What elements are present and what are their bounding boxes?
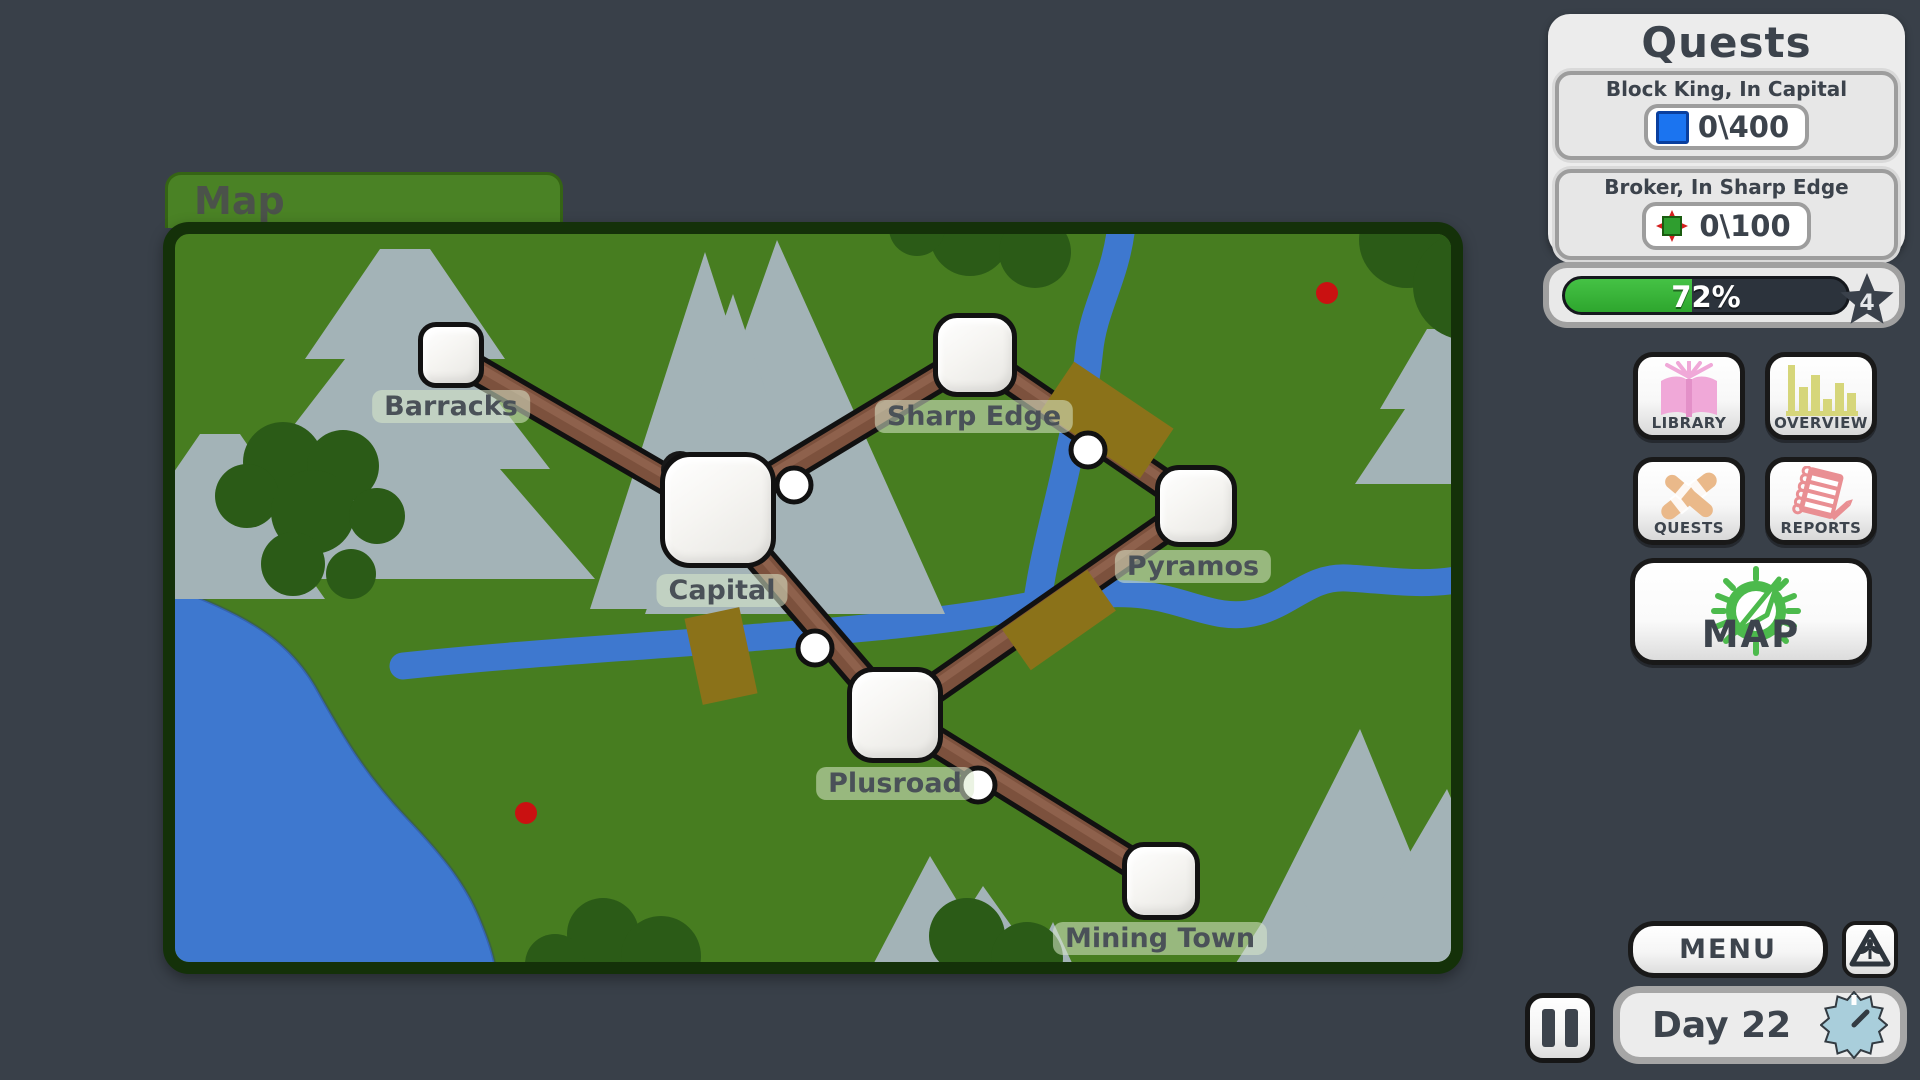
town-node-sharp-edge[interactable] bbox=[933, 313, 1017, 397]
town-label-barracks: Barracks bbox=[372, 390, 530, 423]
town-label-mining-town: Mining Town bbox=[1052, 922, 1268, 955]
library-label: LIBRARY bbox=[1651, 414, 1727, 432]
quest-entry-block-king[interactable]: Block King, In Capital 0\400 bbox=[1555, 71, 1898, 160]
bushes bbox=[215, 234, 1451, 962]
pause-icon bbox=[1542, 1009, 1555, 1047]
quests-title: Quests bbox=[1641, 18, 1812, 67]
bridges bbox=[684, 361, 1174, 705]
day-counter: Day 22 bbox=[1652, 1005, 1792, 1046]
town-node-barracks[interactable] bbox=[418, 322, 484, 388]
quests-label: QUESTS bbox=[1653, 519, 1725, 537]
overview-button[interactable]: OVERVIEW bbox=[1765, 352, 1877, 440]
quest-name: Block King, In Capital bbox=[1605, 77, 1848, 101]
town-node-capital[interactable] bbox=[660, 452, 776, 568]
blue-square-icon bbox=[1655, 110, 1689, 144]
quests-panel: Quests Block King, In Capital 0\400 Brok… bbox=[1548, 14, 1905, 260]
town-node-pyramos[interactable] bbox=[1155, 465, 1237, 547]
xp-bar: 72% 4 bbox=[1543, 262, 1905, 328]
book-icon bbox=[1661, 361, 1717, 417]
xp-fill bbox=[1565, 279, 1692, 312]
xp-track: 72% bbox=[1562, 276, 1850, 315]
quest-progress-pill: 0\400 bbox=[1643, 104, 1810, 150]
pause-icon bbox=[1565, 1009, 1578, 1047]
map-button[interactable]: MAP bbox=[1630, 558, 1872, 665]
scroll-icon bbox=[1661, 472, 1717, 520]
quest-progress-pill: 0\100 bbox=[1642, 202, 1811, 250]
day-panel-inner: Day 22 bbox=[1620, 991, 1900, 1059]
quest-entry-broker[interactable]: Broker, In Sharp Edge 0\100 bbox=[1555, 169, 1898, 260]
level-star-badge: 4 bbox=[1840, 273, 1894, 324]
overview-label: OVERVIEW bbox=[1774, 414, 1868, 432]
red-markers bbox=[515, 282, 1338, 824]
map-panel: Barracks Capital Sharp Edge Pyramos Plus… bbox=[163, 222, 1463, 974]
xp-percent: 72% bbox=[1671, 280, 1741, 314]
menu-button[interactable]: MENU bbox=[1628, 921, 1828, 978]
pause-button[interactable] bbox=[1525, 993, 1595, 1063]
day-panel: Day 22 bbox=[1613, 986, 1907, 1064]
compass-gear-icon bbox=[1711, 566, 1801, 656]
quest-name: Broker, In Sharp Edge bbox=[1604, 175, 1849, 199]
town-node-mining-town[interactable] bbox=[1122, 842, 1200, 920]
town-label-pyramos: Pyramos bbox=[1114, 550, 1272, 583]
map-tab-label: Map bbox=[194, 179, 285, 223]
quest-progress-value: 0\100 bbox=[1699, 209, 1791, 243]
town-label-plusroad: Plusroad bbox=[816, 767, 974, 800]
notebook-pencil-icon bbox=[1792, 466, 1853, 521]
sprout-triangle-button[interactable] bbox=[1842, 921, 1898, 978]
clock-burst-icon[interactable] bbox=[1820, 991, 1888, 1059]
quest-progress-value: 0\400 bbox=[1697, 110, 1790, 144]
lake bbox=[175, 586, 496, 962]
level-number: 4 bbox=[1859, 291, 1874, 316]
crate-burst-icon bbox=[1656, 210, 1689, 242]
library-button[interactable]: LIBRARY bbox=[1633, 352, 1745, 440]
town-node-plusroad[interactable] bbox=[847, 667, 943, 763]
xp-bar-inner: 72% 4 bbox=[1549, 268, 1899, 324]
quests-button[interactable]: QUESTS bbox=[1633, 457, 1745, 545]
town-label-capital: Capital bbox=[656, 574, 788, 607]
reports-button[interactable]: REPORTS bbox=[1765, 457, 1877, 545]
sprout-triangle-icon bbox=[1849, 929, 1891, 967]
reports-label: REPORTS bbox=[1780, 519, 1862, 537]
town-label-sharp-edge: Sharp Edge bbox=[874, 400, 1074, 433]
map-artwork bbox=[175, 234, 1451, 962]
map-tab[interactable]: Map bbox=[165, 172, 563, 228]
map-button-label: MAP bbox=[1701, 613, 1801, 656]
bar-chart-icon bbox=[1786, 365, 1858, 416]
